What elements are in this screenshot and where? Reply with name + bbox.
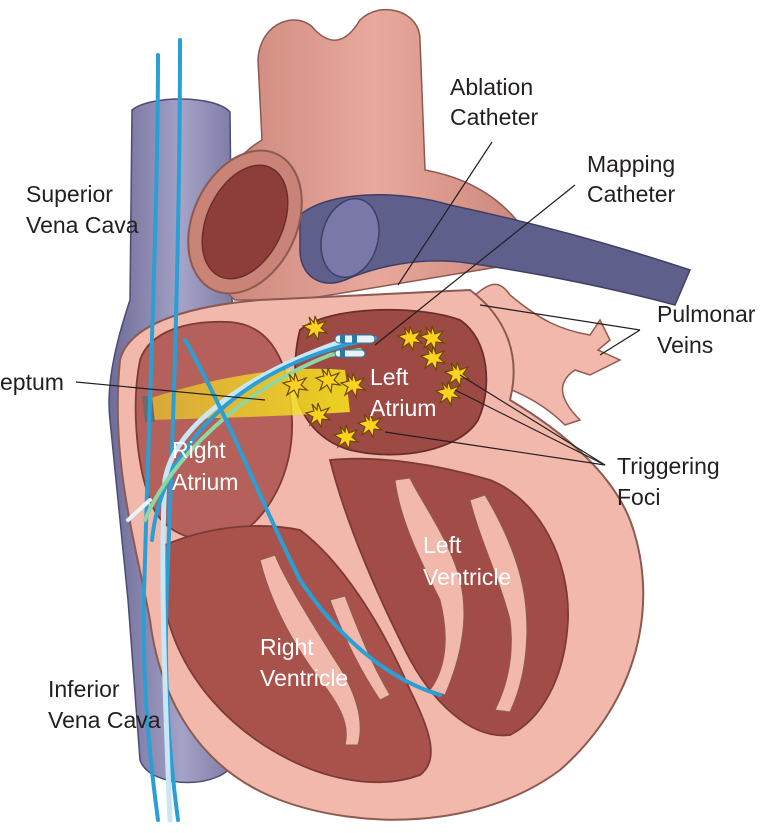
inferior-vena-cava-label-line1: Inferior [48,676,120,702]
superior-vena-cava-label-line1: Superior [26,181,113,207]
mapping-catheter-label-line2: Catheter [587,181,676,207]
triggering-foci-label-line1: Triggering [617,453,720,479]
left-atrium-label-line1: Left [370,364,409,390]
left-ventricle-label-line1: Left [423,532,462,558]
left-atrium-label-line2: Atrium [370,395,436,421]
right-ventricle-label-line1: Right [260,634,314,660]
pulmonary-veins-label-line1: Pulmonar [657,301,756,327]
triggering-foci-label-line2: Foci [617,484,660,510]
ablation-catheter-label-line1: Ablation [450,74,533,100]
ablation-catheter-label-line2: Catheter [450,104,539,130]
pulmonary-veins-label-line2: Veins [657,332,713,358]
right-atrium-label-line1: Right [172,437,226,463]
left-ventricle-label-line2: Ventricle [423,564,511,590]
right-atrium-label-line2: Atrium [172,469,238,495]
right-ventricle-label-line2: Ventricle [260,665,348,691]
superior-vena-cava-label-line2: Vena Cava [26,212,139,238]
inferior-vena-cava-label-line2: Vena Cava [48,707,161,733]
septum-label: eptum [0,369,64,395]
mapping-catheter-label-line1: Mapping [587,151,675,177]
